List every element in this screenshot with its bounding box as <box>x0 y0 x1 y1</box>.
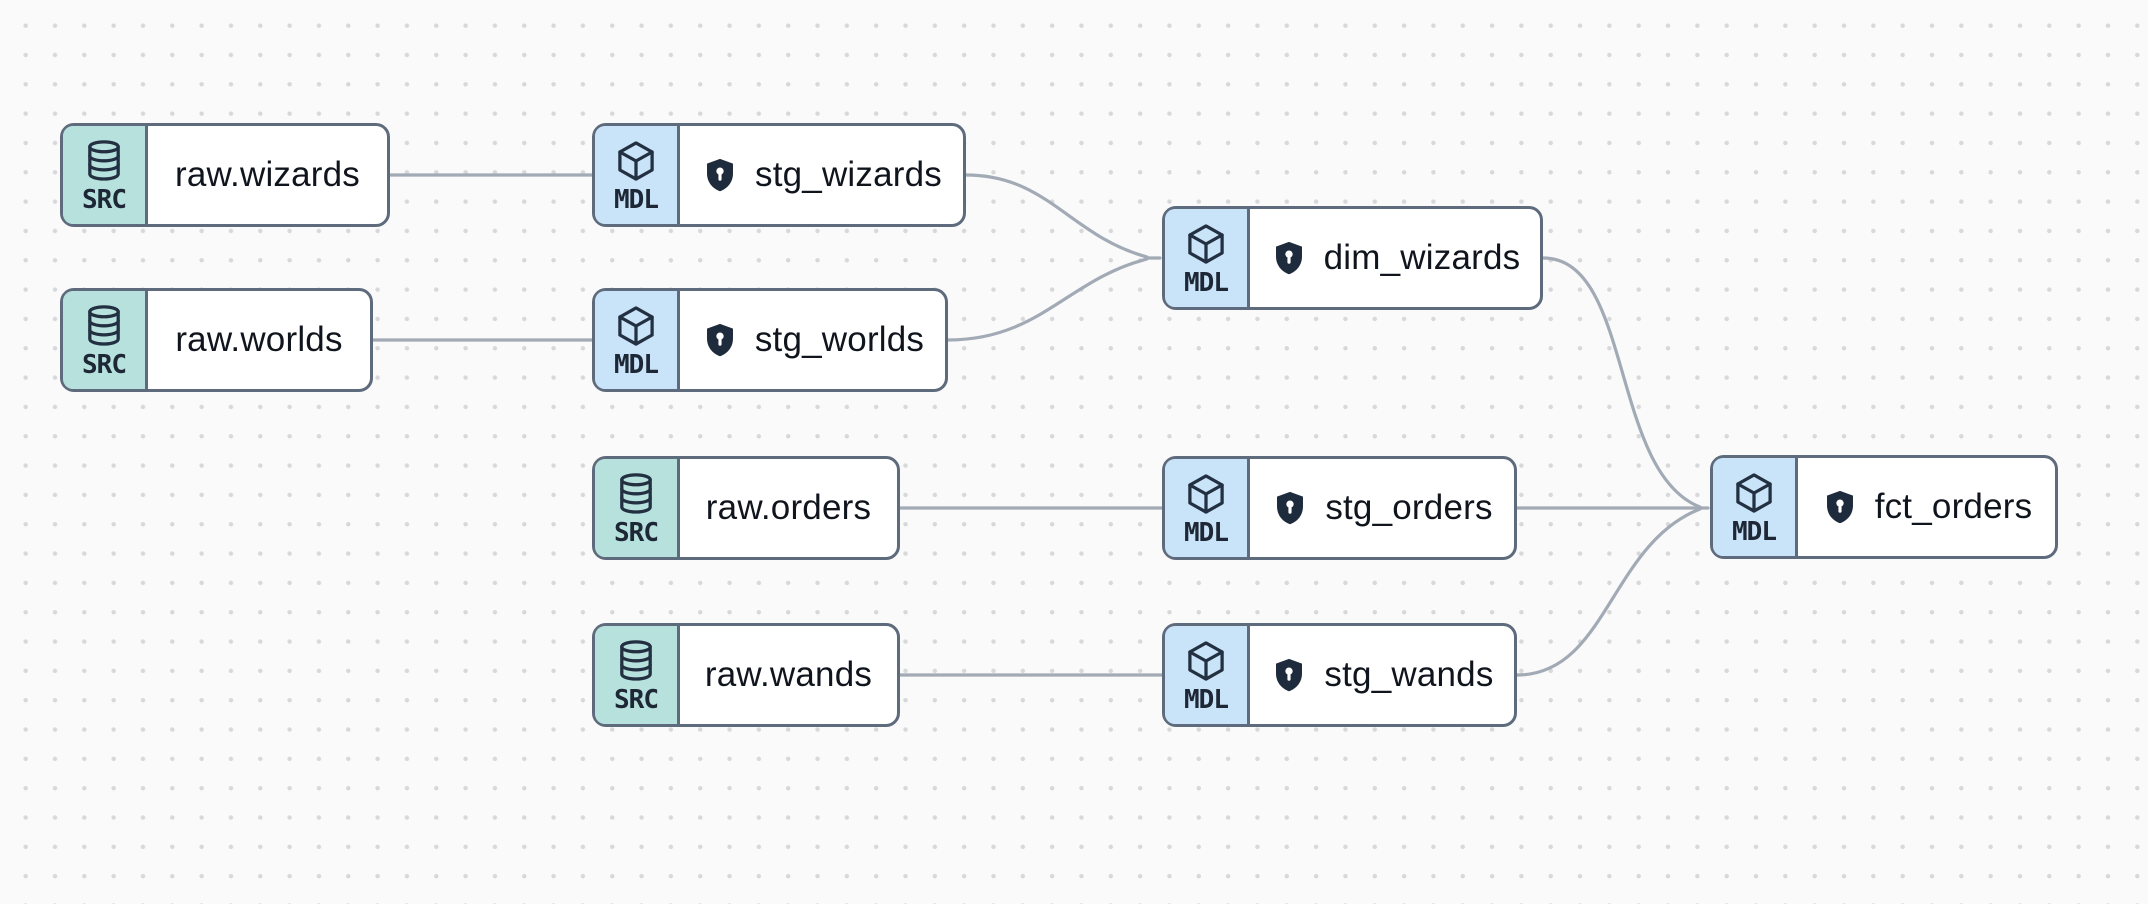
cube-icon <box>1188 640 1224 681</box>
node-label: stg_worlds <box>754 320 925 359</box>
node-type-label: MDL <box>1184 517 1229 548</box>
model-type-badge: MDL <box>1713 458 1798 556</box>
database-icon <box>620 472 652 514</box>
source-type-badge: SRC <box>595 626 680 724</box>
node-label: stg_orders <box>1325 488 1493 527</box>
model-type-badge: MDL <box>595 291 680 389</box>
node-label: stg_wizards <box>755 155 942 194</box>
edge-stg-worlds-to-dim-wizards <box>946 257 1149 342</box>
shield-lock-icon <box>1277 491 1304 525</box>
node-dim-wizards[interactable]: MDL dim_wizards <box>1162 206 1543 310</box>
database-icon <box>88 304 120 346</box>
node-type-label: MDL <box>1184 267 1229 298</box>
node-type-label: MDL <box>614 184 659 215</box>
node-type-label: SRC <box>614 684 659 715</box>
shield-lock-icon <box>707 158 733 192</box>
source-type-badge: SRC <box>595 459 680 557</box>
cube-icon <box>1736 472 1772 513</box>
node-label: raw.wizards <box>174 155 361 194</box>
model-type-badge: MDL <box>595 126 680 224</box>
shield-lock-icon <box>1276 658 1303 692</box>
node-stg-worlds[interactable]: MDL stg_worlds <box>592 288 948 392</box>
node-raw-wizards[interactable]: SRC raw.wizards <box>60 123 390 227</box>
cube-icon <box>618 140 654 181</box>
edge-dim-wizards-to-fct-orders <box>1541 256 1702 509</box>
node-label: stg_wands <box>1324 655 1494 694</box>
node-raw-wands[interactable]: SRC raw.wands <box>592 623 900 727</box>
edge-stg-wizards-to-dim-wizards <box>964 173 1149 259</box>
node-label: dim_wizards <box>1323 238 1521 277</box>
edge-stg-wands-to-fct-orders <box>1515 507 1702 677</box>
node-type-label: SRC <box>82 349 127 380</box>
node-label: raw.wands <box>704 655 873 694</box>
shield-lock-icon <box>706 323 733 357</box>
node-label: raw.worlds <box>175 320 343 359</box>
source-type-badge: SRC <box>63 126 148 224</box>
shield-lock-icon <box>1826 490 1853 524</box>
cube-icon <box>618 305 654 346</box>
node-label: fct_orders <box>1874 487 2033 526</box>
model-type-badge: MDL <box>1165 209 1250 307</box>
node-type-label: MDL <box>1184 684 1229 715</box>
node-raw-worlds[interactable]: SRC raw.worlds <box>60 288 373 392</box>
cube-icon <box>1188 473 1224 514</box>
node-type-label: MDL <box>614 349 659 380</box>
model-type-badge: MDL <box>1165 626 1250 724</box>
database-icon <box>620 639 652 681</box>
node-stg-wands[interactable]: MDL stg_wands <box>1162 623 1517 727</box>
node-fct-orders[interactable]: MDL fct_orders <box>1710 455 2058 559</box>
node-stg-orders[interactable]: MDL stg_orders <box>1162 456 1517 560</box>
cube-icon <box>1188 223 1224 264</box>
node-type-label: SRC <box>82 184 127 215</box>
shield-lock-icon <box>1275 241 1302 275</box>
database-icon <box>88 139 120 181</box>
node-raw-orders[interactable]: SRC raw.orders <box>592 456 900 560</box>
model-type-badge: MDL <box>1165 459 1250 557</box>
node-type-label: SRC <box>614 517 659 548</box>
node-stg-wizards[interactable]: MDL stg_wizards <box>592 123 966 227</box>
node-label: raw.orders <box>705 488 872 527</box>
source-type-badge: SRC <box>63 291 148 389</box>
node-type-label: MDL <box>1732 516 1777 547</box>
